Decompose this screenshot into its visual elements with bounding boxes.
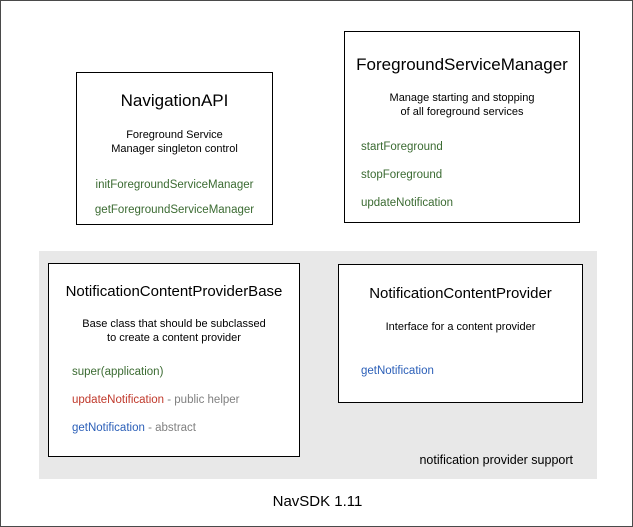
member-item: getNotification - abstract: [72, 422, 299, 434]
class-description-line: to create a content provider: [107, 331, 241, 344]
class-description: Interface for a content provider: [339, 320, 582, 334]
class-title: NotificationContentProvider: [369, 285, 552, 302]
class-description-line: Manage starting and stopping: [389, 91, 535, 104]
member-name: getForegroundServiceManager: [94, 203, 255, 216]
class-description-line: Interface for a content provider: [385, 320, 536, 333]
class-description-line: Manager singleton control: [111, 142, 238, 155]
class-description-line: Base class that should be subclassed: [82, 317, 266, 330]
class-box-navigation-api: NavigationAPI Foreground Service Manager…: [76, 72, 273, 225]
class-box-notification-content-provider: NotificationContentProvider Interface fo…: [338, 264, 583, 403]
class-title: NavigationAPI: [120, 91, 229, 110]
class-description-line: Foreground Service: [126, 128, 223, 141]
group-panel-caption: notification provider support: [419, 453, 573, 467]
member-list: super(application) updateNotification - …: [49, 366, 299, 434]
member-annotation: - public helper: [164, 393, 240, 406]
member-list: initForegroundServiceManager getForegrou…: [77, 179, 272, 216]
member-item: getForegroundServiceManager: [77, 204, 272, 216]
member-name: updateNotification: [361, 196, 454, 209]
member-item: stopForeground: [361, 169, 579, 181]
class-description: Base class that should be subclassed to …: [49, 317, 299, 345]
member-item: updateNotification: [361, 197, 579, 209]
class-title: NotificationContentProviderBase: [65, 283, 283, 300]
diagram-footer-caption: NavSDK 1.11: [272, 493, 363, 510]
class-description-line: of all foreground services: [400, 105, 524, 118]
member-item: super(application): [72, 366, 299, 378]
class-description: Foreground Service Manager singleton con…: [77, 128, 272, 156]
member-item: startForeground: [361, 141, 579, 153]
class-box-foreground-service-manager: ForegroundServiceManager Manage starting…: [344, 31, 580, 223]
member-name: stopForeground: [361, 168, 443, 181]
member-list: getNotification: [339, 365, 582, 377]
member-name: updateNotification: [72, 393, 165, 406]
member-name: super(application): [72, 365, 164, 378]
member-name: initForegroundServiceManager: [95, 178, 254, 191]
class-title: ForegroundServiceManager: [356, 55, 568, 74]
member-annotation: - abstract: [144, 421, 197, 434]
member-list: startForeground stopForeground updateNot…: [345, 141, 579, 209]
member-name: getNotification: [361, 364, 434, 377]
class-box-notification-content-provider-base: NotificationContentProviderBase Base cla…: [48, 263, 300, 457]
member-name: getNotification: [72, 421, 145, 434]
member-item: getNotification: [361, 365, 582, 377]
member-name: startForeground: [361, 140, 443, 153]
class-description: Manage starting and stopping of all fore…: [345, 91, 579, 119]
member-item: updateNotification - public helper: [72, 394, 299, 406]
member-item: initForegroundServiceManager: [77, 179, 272, 191]
